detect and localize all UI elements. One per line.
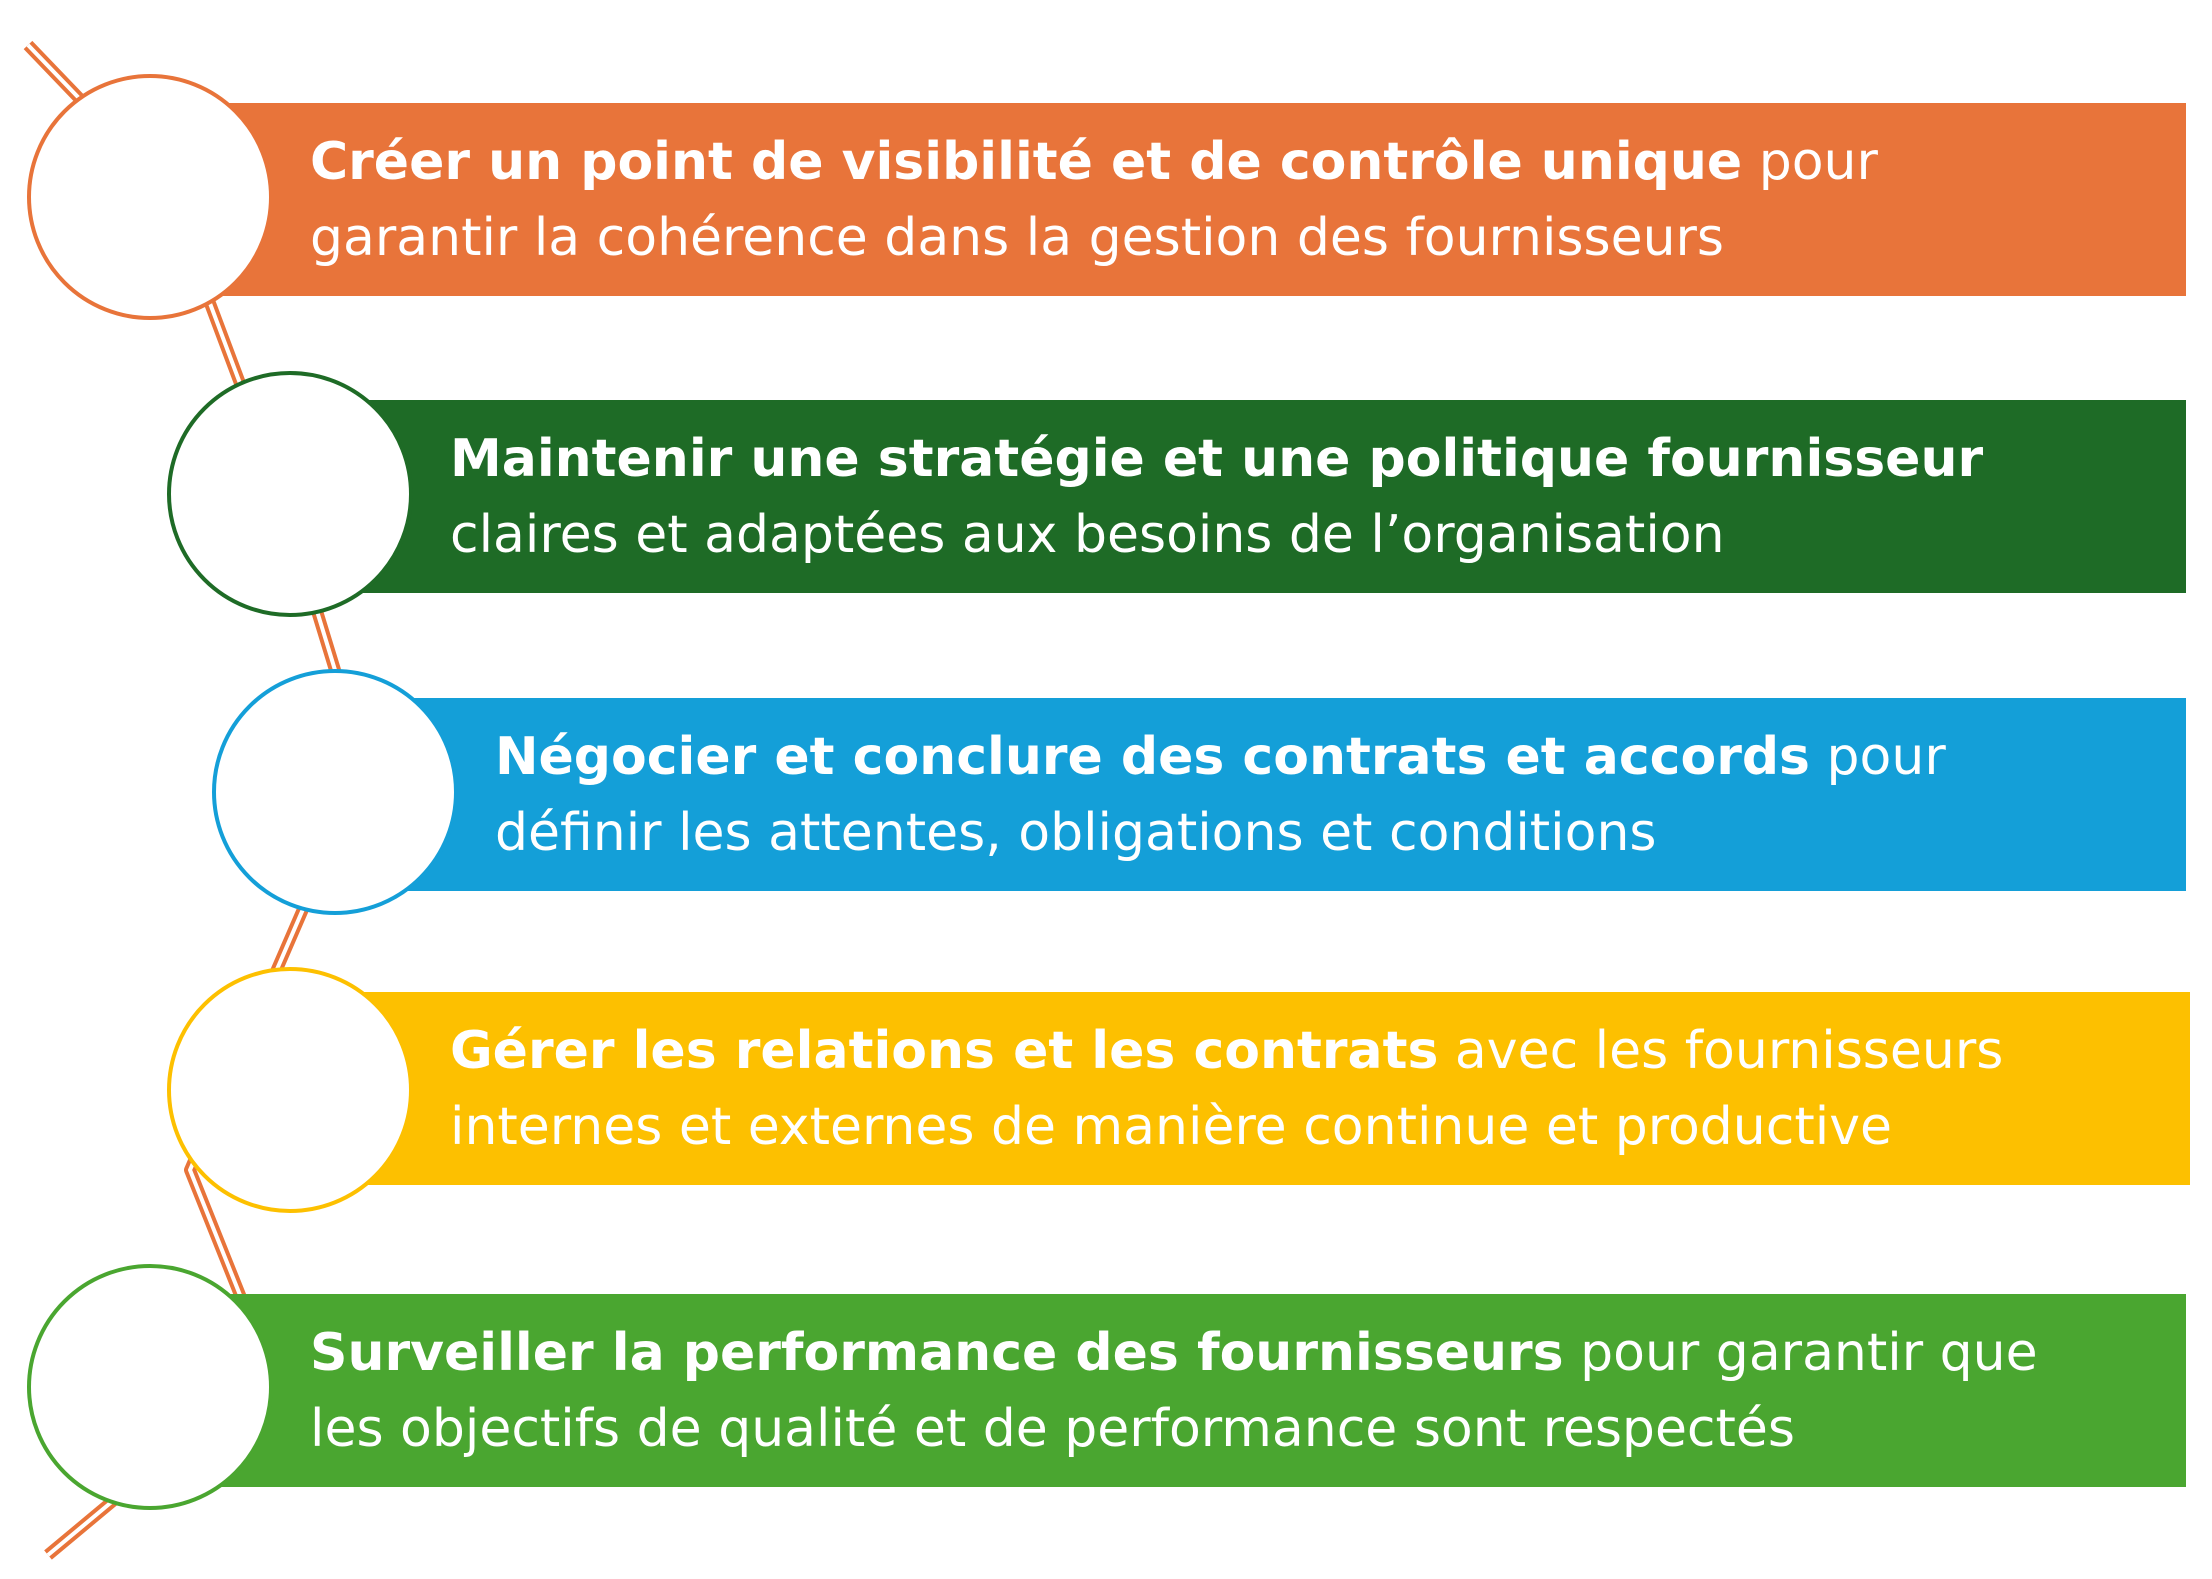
step-3-band: Négocier et conclure des contrats et acc…: [335, 698, 2186, 891]
step-3-circle: [212, 669, 458, 915]
step-2-bold: Maintenir une stratégie et une politique…: [450, 428, 1984, 489]
step-1-band: Créer un point de visibilité et de contr…: [150, 103, 2186, 296]
step-1-line-2: garantir la cohérence dans la gestion de…: [310, 207, 1725, 268]
step-2-line-1: Maintenir une stratégie et une politique…: [450, 421, 1983, 497]
step-3-line-1: Négocier et conclure des contrats et acc…: [495, 719, 1946, 795]
step-2-band: Maintenir une stratégie et une politique…: [290, 400, 2186, 593]
step-5-line-1: Surveiller la performance des fournisseu…: [310, 1315, 2038, 1391]
step-3-rest: pour: [1810, 726, 1946, 787]
step-5-band: Surveiller la performance des fournisseu…: [150, 1294, 2186, 1487]
step-5-rest: pour garantir que: [1563, 1322, 2038, 1383]
step-4-band: Gérer les relations et les contrats avec…: [290, 992, 2190, 1185]
step-2-line-2: claires et adaptées aux besoins de l’org…: [450, 504, 1725, 565]
step-5-circle: [27, 1264, 273, 1510]
step-5-line-2: les objectifs de qualité et de performan…: [310, 1398, 1795, 1459]
step-4-rest: avec les fournisseurs: [1438, 1020, 2004, 1081]
step-5-bold: Surveiller la performance des fournisseu…: [310, 1322, 1564, 1383]
step-2-circle: [167, 371, 413, 617]
step-4-circle: [167, 967, 413, 1213]
step-3-line-2: définir les attentes, obligations et con…: [495, 802, 1657, 863]
step-4-line-1: Gérer les relations et les contrats avec…: [450, 1013, 2003, 1089]
step-4-line-2: internes et externes de manière continue…: [450, 1096, 1892, 1157]
step-4-bold: Gérer les relations et les contrats: [450, 1020, 1439, 1081]
step-3-bold: Négocier et conclure des contrats et acc…: [495, 726, 1811, 787]
step-1-rest: pour: [1742, 131, 1878, 192]
step-1-bold: Créer un point de visibilité et de contr…: [310, 131, 1743, 192]
step-1-line-1: Créer un point de visibilité et de contr…: [310, 124, 1878, 200]
step-1-circle: [27, 74, 273, 320]
